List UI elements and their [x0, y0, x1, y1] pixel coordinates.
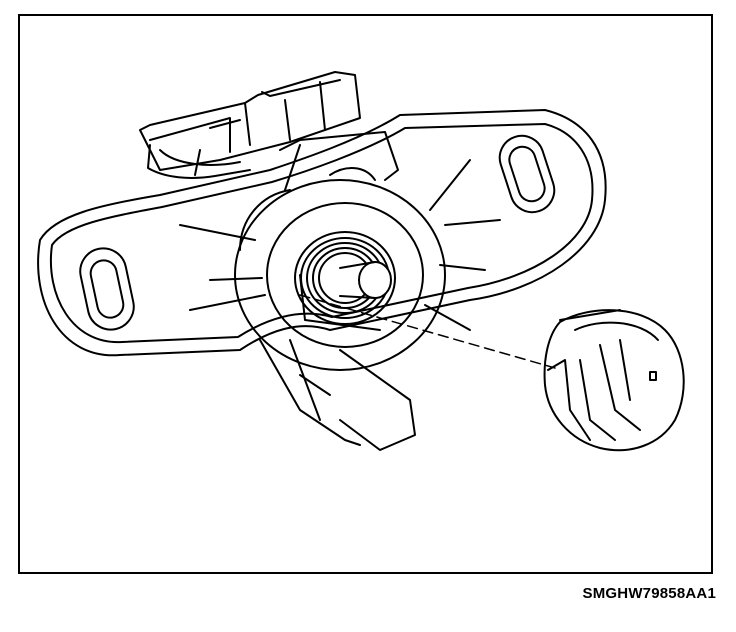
- figure-id-label: SMGHW79858AA1: [582, 585, 716, 602]
- switch-housing: [179, 131, 501, 451]
- mounting-slot-left: [79, 247, 135, 331]
- mounting-slot-right: [498, 134, 556, 214]
- electrical-connector: [139, 71, 361, 179]
- mounting-plate: [37, 109, 607, 357]
- retaining-clip: [543, 309, 685, 452]
- alignment-line: [299, 294, 556, 369]
- lock-cylinder-shaft: [339, 261, 392, 299]
- illustration-frame: [18, 14, 713, 574]
